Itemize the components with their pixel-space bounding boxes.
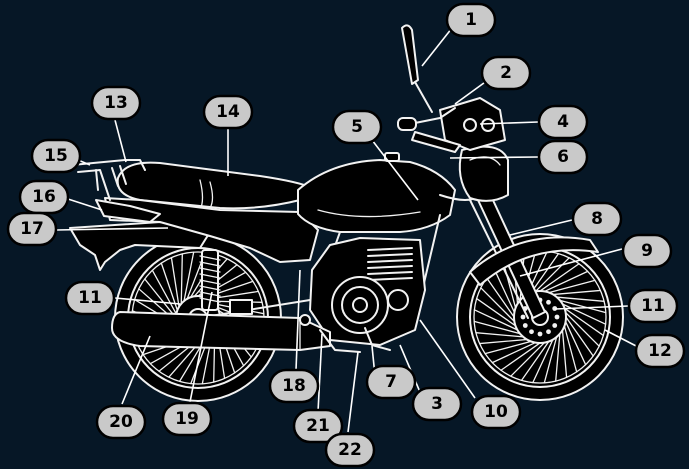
callout-15: 15 — [32, 140, 80, 172]
callout-12: 12 — [636, 335, 684, 367]
callout-3: 3 — [413, 388, 461, 420]
callout-4: 4 — [539, 106, 587, 138]
callout-20-label: 20 — [109, 412, 133, 432]
disc-hole — [546, 300, 551, 305]
callout-7-label: 7 — [385, 372, 397, 392]
callout-10-label: 10 — [484, 402, 508, 422]
engine — [310, 238, 425, 345]
callout-14-label: 14 — [216, 102, 240, 122]
leader-8 — [510, 220, 572, 235]
mirror — [402, 25, 432, 112]
callout-9: 9 — [623, 235, 671, 267]
callout-15-label: 15 — [44, 146, 68, 166]
leader-13 — [115, 120, 126, 162]
callout-10: 10 — [472, 396, 520, 428]
callout-5-label: 5 — [351, 117, 363, 137]
disc-hole — [555, 315, 560, 320]
headlight — [460, 147, 508, 201]
callout-20: 20 — [97, 406, 145, 438]
leader-22 — [348, 352, 358, 432]
callout-7: 7 — [367, 366, 415, 398]
callout-4-label: 4 — [557, 112, 569, 132]
callout-21-label: 21 — [306, 416, 330, 436]
callout-11-front-label: 11 — [641, 296, 665, 316]
callout-9-label: 9 — [641, 241, 653, 261]
disc-hole — [546, 329, 551, 334]
callout-8: 8 — [573, 203, 621, 235]
callout-11-rear: 11 — [66, 282, 114, 314]
callout-11-front: 11 — [629, 290, 677, 322]
front-wheel — [457, 234, 623, 400]
callout-19: 19 — [163, 403, 211, 435]
disc-hole — [529, 329, 534, 334]
callout-22: 22 — [326, 434, 374, 466]
callout-1-label: 1 — [465, 10, 477, 30]
leader-6 — [450, 157, 538, 158]
callout-6-label: 6 — [557, 147, 569, 167]
callout-13-label: 13 — [104, 93, 128, 113]
disc-hole — [523, 323, 528, 328]
callout-17: 17 — [8, 213, 56, 245]
motorcycle-illustration — [70, 25, 623, 401]
callout-8-label: 8 — [591, 209, 603, 229]
callout-6: 6 — [539, 141, 587, 173]
disc-hole — [521, 315, 526, 320]
callout-17-label: 17 — [20, 219, 44, 239]
callout-22-label: 22 — [338, 440, 362, 460]
callout-16-label: 16 — [32, 187, 56, 207]
callout-14: 14 — [204, 96, 252, 128]
callout-11-rear-label: 11 — [78, 288, 102, 308]
callout-3-label: 3 — [431, 394, 443, 414]
callout-1: 1 — [447, 4, 495, 36]
callout-5: 5 — [333, 111, 381, 143]
callout-19-label: 19 — [175, 409, 199, 429]
fuel-tank — [298, 160, 455, 232]
callout-2: 2 — [482, 57, 530, 89]
callout-18: 18 — [270, 370, 318, 402]
callout-16: 16 — [20, 181, 68, 213]
disc-hole — [538, 332, 543, 337]
callout-2-label: 2 — [500, 63, 512, 83]
callout-13: 13 — [92, 87, 140, 119]
disc-hole — [552, 323, 557, 328]
callout-12-label: 12 — [648, 341, 672, 361]
leader-1 — [422, 28, 452, 66]
callout-18-label: 18 — [282, 376, 306, 396]
